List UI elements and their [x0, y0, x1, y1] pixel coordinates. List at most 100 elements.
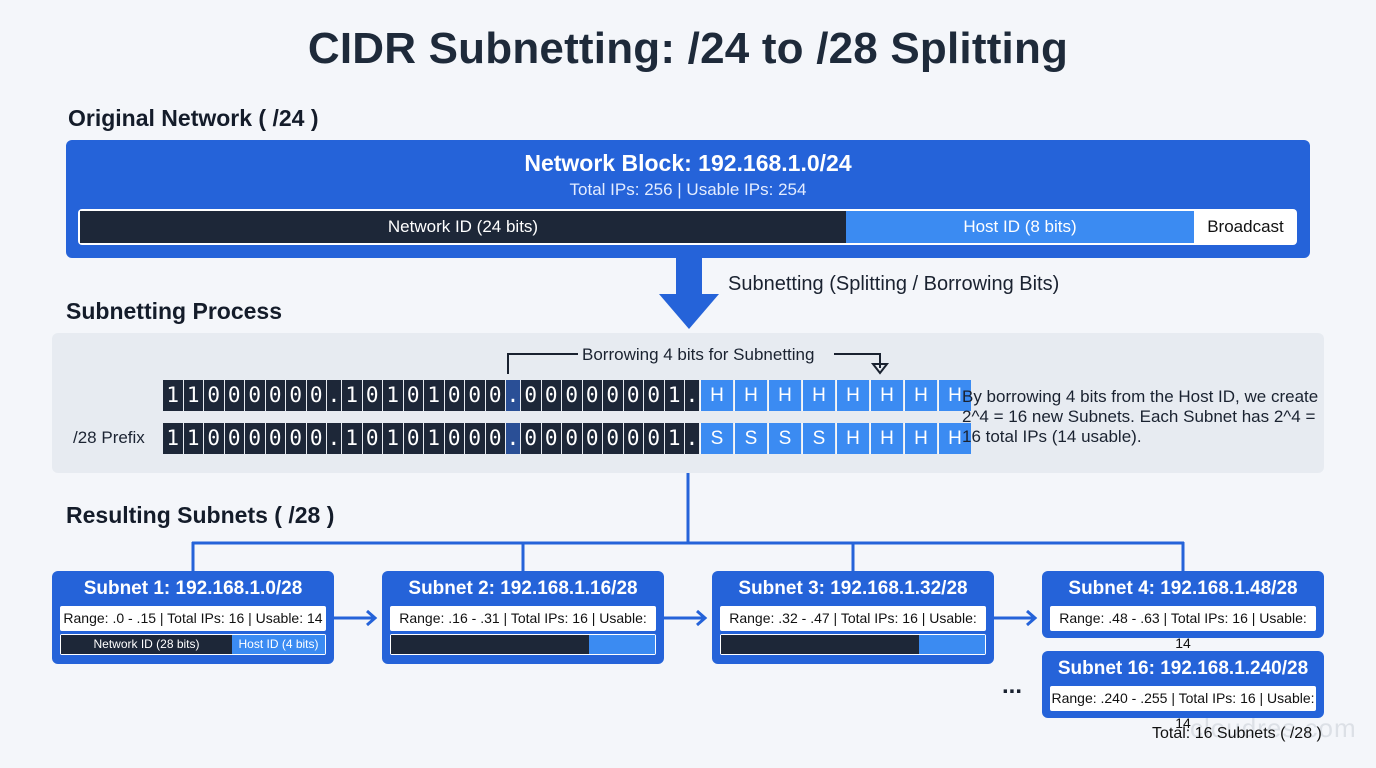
network-id-segment: Network ID (24 bits) — [80, 211, 846, 243]
bit-cell: 0 — [603, 423, 623, 454]
bit-cell: 0 — [623, 423, 643, 454]
subnet-1-title: Subnet 1: 192.168.1.0/28 — [83, 578, 303, 599]
subnet-2-title: Subnet 2: 192.168.1.16/28 — [408, 578, 638, 599]
resulting-subnets-heading: Resulting Subnets ( /28 ) — [66, 502, 335, 528]
bit-cell: 0 — [286, 423, 306, 454]
subnet-3-card: Subnet 3: 192.168.1.32/28 Range: .32 - .… — [712, 571, 994, 664]
bit-cell: 0 — [485, 380, 505, 411]
prefix-label: /28 Prefix — [73, 428, 145, 447]
subnet-16-card: Subnet 16: 192.168.1.240/28 Range: .240 … — [1042, 651, 1324, 731]
bit-cell: 0 — [245, 423, 265, 454]
subnet-connector-lines — [191, 473, 1185, 572]
bit-cell: 0 — [306, 380, 326, 411]
bit-cell: 1 — [183, 380, 203, 411]
bit-cell: . — [685, 380, 699, 411]
subnet-2-info: Range: .16 - .31 | Total IPs: 16 | Usabl… — [390, 606, 656, 651]
borrow-bracket-icon — [507, 353, 890, 375]
bit-cell: 0 — [562, 423, 582, 454]
host-bit-cell: H — [904, 380, 937, 411]
host-bit-cell: S — [768, 423, 801, 454]
bit-cell: 0 — [362, 380, 382, 411]
subnet-4-title: Subnet 4: 192.168.1.48/28 — [1068, 578, 1298, 599]
subnet-3-host-segment — [919, 635, 985, 654]
host-bit-cell: S — [734, 423, 767, 454]
subnet-1-host-segment: Host ID (4 bits) — [232, 635, 325, 654]
more-subnets-ellipsis: ... — [1002, 672, 1023, 699]
address-bar: Network ID (24 bits) Host ID (8 bits) Br… — [78, 209, 1297, 245]
subnet-3-info: Range: .32 - .47 | Total IPs: 16 | Usabl… — [720, 606, 986, 651]
subnet-4-card: Subnet 4: 192.168.1.48/28 Range: .48 - .… — [1042, 571, 1324, 651]
subnet-1-card: Subnet 1: 192.168.1.0/28 Range: .0 - .15… — [52, 571, 334, 664]
bit-cell: 0 — [224, 423, 244, 454]
bit-cell: 0 — [644, 423, 664, 454]
subnet-2-bar — [390, 634, 656, 655]
page-title: CIDR Subnetting: /24 to /28 Splitting — [307, 24, 1069, 73]
subnet-2-card: Subnet 2: 192.168.1.16/28 Range: .16 - .… — [382, 571, 664, 664]
bit-cell: . — [506, 423, 520, 454]
bit-cell: 0 — [362, 423, 382, 454]
host-bit-cell: H — [768, 380, 801, 411]
bit-cell: 1 — [383, 380, 403, 411]
bit-cell: 1 — [383, 423, 403, 454]
arrow-right-icon — [334, 609, 378, 627]
subnet-2-host-segment — [589, 635, 655, 654]
bit-cell: 0 — [204, 423, 224, 454]
bit-cell: 1 — [163, 380, 183, 411]
original-network-heading: Original Network ( /24 ) — [68, 105, 319, 131]
bit-cell: . — [685, 423, 699, 454]
host-bit-cell: S — [802, 423, 835, 454]
bit-cell: 0 — [582, 380, 602, 411]
bit-cell: . — [327, 380, 341, 411]
bit-cell: 0 — [541, 380, 561, 411]
bit-cell: 0 — [485, 423, 505, 454]
bit-cell: 1 — [163, 423, 183, 454]
bit-cell: 0 — [286, 380, 306, 411]
subnet-3-bar — [720, 634, 986, 655]
host-bit-cell: H — [938, 423, 971, 454]
bit-cell: 1 — [424, 423, 444, 454]
bit-cell: 0 — [521, 380, 541, 411]
subnet-4-info: Range: .48 - .63 | Total IPs: 16 | Usabl… — [1050, 606, 1316, 651]
subnet-3-title: Subnet 3: 192.168.1.32/28 — [738, 578, 968, 599]
bit-cell: 1 — [664, 423, 684, 454]
bit-cell: 0 — [444, 380, 464, 411]
watermark: cloudres.com — [1190, 713, 1357, 743]
subnet-3-network-segment — [721, 635, 919, 654]
bit-cell: 0 — [623, 380, 643, 411]
arrow-right-icon — [994, 609, 1038, 627]
bit-cell: 1 — [342, 423, 362, 454]
host-bit-cell: H — [836, 380, 869, 411]
network-block-title: Network Block: 192.168.1.0/24 — [524, 150, 852, 176]
host-bit-cell: H — [734, 380, 767, 411]
bit-cell: 0 — [224, 380, 244, 411]
host-bit-cell: H — [904, 423, 937, 454]
arrow-right-icon — [664, 609, 708, 627]
host-bit-cell: H — [700, 380, 733, 411]
bit-cell: 1 — [424, 380, 444, 411]
bit-cell: 0 — [306, 423, 326, 454]
subnet-16-title: Subnet 16: 192.168.1.240/28 — [1057, 658, 1309, 679]
bit-cell: 0 — [541, 423, 561, 454]
borrowing-explanation: By borrowing 4 bits from the Host ID, we… — [962, 387, 1319, 446]
subnet-16-info: Range: .240 - .255 | Total IPs: 16 | Usa… — [1050, 686, 1316, 731]
bit-cell: . — [506, 380, 520, 411]
host-bit-cell: H — [802, 380, 835, 411]
broadcast-segment: Broadcast — [1207, 217, 1284, 236]
bit-cell: 0 — [265, 423, 285, 454]
bit-cell: 1 — [664, 380, 684, 411]
subnet-1-info: Range: .0 - .15 | Total IPs: 16 | Usable… — [60, 606, 326, 631]
bit-cell: 0 — [245, 380, 265, 411]
subnetting-arrow-label: Subnetting (Splitting / Borrowing Bits) — [728, 273, 1060, 295]
subnetting-process-heading: Subnetting Process — [66, 298, 282, 324]
host-bit-cell: S — [700, 423, 733, 454]
borrow-label: Borrowing 4 bits for Subnetting — [582, 345, 815, 364]
host-bit-cell: H — [870, 380, 903, 411]
subnet-2-network-segment — [391, 635, 589, 654]
bit-cell: 0 — [644, 380, 664, 411]
bit-cell: 0 — [582, 423, 602, 454]
bit-cell: 0 — [265, 380, 285, 411]
bit-cell: 0 — [521, 423, 541, 454]
bit-cell: 0 — [403, 380, 423, 411]
